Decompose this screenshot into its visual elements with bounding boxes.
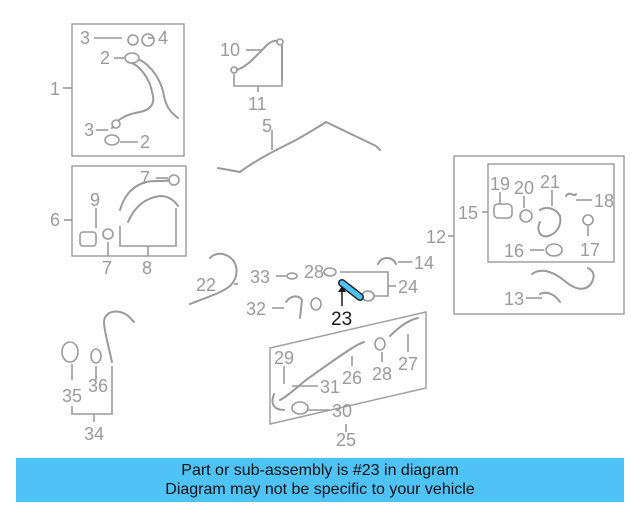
bypass-hose-part [235,39,283,81]
hose-clamp-part [79,231,97,247]
banner-line-disclaimer: Diagram may not be specific to your vehi… [165,481,475,498]
callout-21: 21 [540,172,560,192]
callout-27: 27 [398,354,418,374]
callout-4: 4 [158,28,168,48]
callout-22: 22 [196,275,216,295]
callout-15: 15 [458,203,478,223]
hose-part-29 [271,393,285,411]
hose-clamp-part [111,119,121,129]
callout-2: 2 [140,132,150,152]
callout-35: 35 [62,386,82,406]
callout-13: 13 [504,289,524,309]
hose-connector-part [61,341,79,363]
o-ring-part [102,228,114,240]
callout-10: 10 [220,40,240,60]
o-ring-part [323,267,337,277]
group-box-1 [71,23,185,157]
callout-23-arrow [338,286,346,292]
group-box-6 [71,165,187,257]
seal-ring-part [582,214,594,226]
coolant-pipe-part [279,341,365,401]
callout-36: 36 [88,376,108,396]
hose-clamp-part [276,38,284,46]
banner-line-part-number: Part or sub-assembly is #23 in diagram [181,462,459,479]
callout-25: 25 [336,430,356,450]
o-ring-part [286,272,298,280]
seal-ring-part [545,243,563,257]
o-ring-part [168,174,180,186]
coolant-hose-part [103,310,135,363]
callout-18: 18 [594,191,614,211]
callout-34: 34 [84,424,104,444]
callout-7: 7 [102,258,112,278]
hose-clamp-part [104,134,120,146]
callout-31: 31 [320,377,340,397]
water-pipe-long-part [217,121,381,173]
callout-7: 7 [140,168,150,188]
callout-19: 19 [490,174,510,194]
seal-ring-part [374,337,386,351]
callout-2: 2 [100,48,110,68]
hose-clamp-part [291,401,309,415]
callout-20: 20 [514,178,534,198]
callout-32: 32 [246,299,266,319]
thermostat-cover-part [493,203,513,219]
callout-8: 8 [142,258,152,278]
coolant-hose-part [139,59,179,119]
seal-ring-part [90,348,102,364]
hose-clamp-part [141,33,155,47]
callout-30: 30 [332,401,352,421]
callout-26: 26 [342,368,362,388]
callout-33: 33 [250,267,270,287]
coolant-hose-part [531,267,595,290]
hose-clamp-part [230,66,238,74]
callout-11: 11 [248,94,267,114]
callout-3: 3 [84,120,94,140]
hose-clamp-part [124,52,140,64]
callout-16: 16 [504,241,524,261]
thermostat-housing-part [537,207,562,238]
hose-part-22 [189,252,238,305]
info-banner: Part or sub-assembly is #23 in diagram D… [16,458,624,502]
sub-box-15 [487,163,615,263]
callout-29: 29 [274,348,294,368]
connector-part-32 [285,295,303,319]
highlighted-part-23[interactable] [338,279,364,301]
group-box-12 [453,155,625,315]
water-pipe-part [127,195,179,223]
sensor-part [565,192,577,197]
hose-clamp-part [127,34,139,46]
water-pipe-part [119,179,171,211]
callout-9: 9 [90,190,100,210]
callout-17: 17 [580,240,600,260]
callout-6: 6 [50,210,60,230]
hose-part-27 [389,317,419,337]
hose-bracket-part [539,291,561,303]
seal-ring-part [519,209,533,223]
callout-14: 14 [414,253,434,273]
callout-12: 12 [426,227,446,247]
callout-23[interactable]: 23 [331,309,352,330]
coolant-hose-part [111,61,155,129]
hose-clamp-part-14 [377,257,397,265]
callout-24: 24 [398,277,418,297]
callout-3: 3 [80,28,90,48]
callout-28: 28 [304,262,324,282]
seal-ring-part [310,297,322,311]
group-box-25 [269,311,427,425]
callout-1: 1 [50,79,60,99]
callout-5: 5 [262,116,272,136]
callout-28: 28 [372,364,392,384]
